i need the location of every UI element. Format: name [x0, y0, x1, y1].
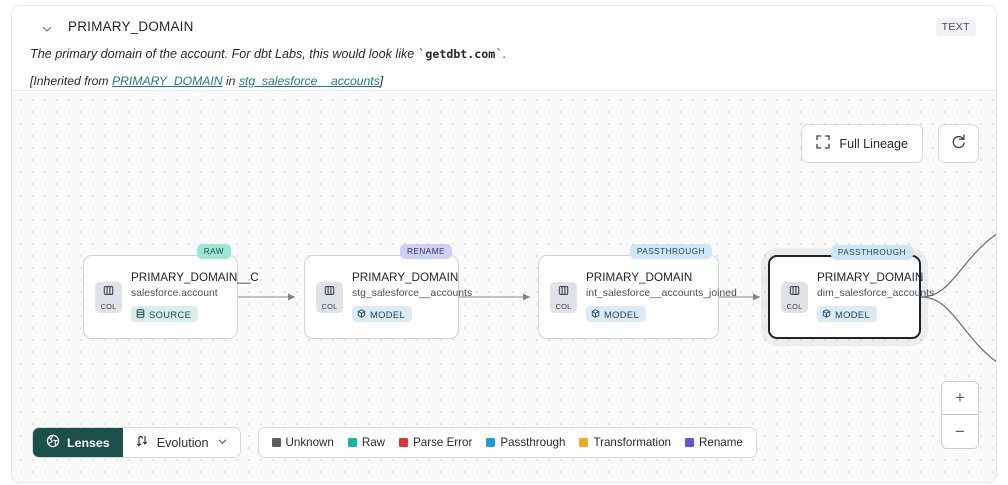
zoom-in-button[interactable]: +	[942, 382, 978, 415]
cube-icon	[822, 308, 831, 320]
node-type-pill: MODEL	[817, 306, 878, 323]
expand-corners-icon	[816, 135, 831, 152]
legend-item[interactable]: Parse Error	[399, 436, 472, 449]
columns-icon	[324, 283, 335, 301]
page-title: PRIMARY_DOMAIN	[68, 19, 194, 34]
node-column-name: PRIMARY_DOMAIN__C	[131, 271, 259, 285]
node-type-pill: SOURCE	[131, 306, 199, 323]
col-badge-label: COL	[555, 302, 572, 311]
node-tag: PASSTHROUGH	[629, 244, 712, 259]
legend-label: Transformation	[593, 436, 671, 449]
canvas-bottom-toolbar: Lenses Evolution	[32, 427, 757, 458]
lineage-node[interactable]: PASSTHROUGH COL PRIMARY_DOMAIN int_sales…	[538, 244, 737, 339]
legend-swatch	[271, 438, 281, 447]
node-body: PRIMARY_DOMAIN int_salesforce__accounts_…	[586, 271, 737, 323]
legend-item[interactable]: Passthrough	[486, 436, 565, 449]
legend-swatch	[685, 438, 694, 447]
node-table-name: int_salesforce__accounts_joined	[586, 288, 737, 300]
legend-label: Raw	[361, 436, 386, 449]
col-badge: COL	[95, 281, 122, 313]
refresh-icon	[950, 133, 967, 155]
description-text: The primary domain of the account. For d…	[30, 47, 418, 61]
columns-icon	[103, 283, 114, 301]
inherited-middle: in	[222, 74, 239, 88]
node-type-label: MODEL	[604, 308, 640, 320]
cube-icon	[357, 308, 366, 320]
aperture-icon	[46, 434, 60, 451]
node-type-pill: MODEL	[352, 306, 413, 323]
node-tag: RENAME	[399, 244, 452, 259]
lineage-node[interactable]: RAW COL PRIMARY_DOMAIN__C salesforce.acc…	[83, 244, 259, 339]
inherited-from-note: [Inherited from PRIMARY_DOMAIN in stg_sa…	[30, 74, 383, 88]
evolution-dropdown[interactable]: Evolution	[123, 428, 240, 457]
col-badge-label: COL	[100, 302, 117, 311]
chevron-down-icon[interactable]	[37, 19, 57, 39]
zoom-controls: + −	[941, 381, 979, 449]
chevron-down-icon	[217, 436, 228, 450]
node-table-name: stg_salesforce__accounts	[352, 288, 473, 300]
description-suffix: .	[502, 47, 507, 61]
node-body: PRIMARY_DOMAIN dim_salesforce_accounts M…	[817, 271, 934, 323]
legend-swatch	[579, 438, 589, 447]
col-badge: COL	[781, 281, 808, 313]
type-badge: TEXT	[935, 18, 976, 36]
legend-swatch	[399, 438, 409, 447]
column-detail-panel: PRIMARY_DOMAIN TEXT The primary domain o…	[11, 5, 997, 483]
node-table-name: salesforce.account	[131, 288, 218, 300]
node-type-pill: MODEL	[586, 306, 647, 323]
col-badge: COL	[316, 281, 343, 313]
node-type-label: SOURCE	[149, 308, 192, 320]
col-badge-label: COL	[786, 302, 803, 311]
node-body: PRIMARY_DOMAIN__C salesforce.account SOU…	[131, 271, 259, 323]
lineage-node[interactable]: RENAME COL PRIMARY_DOMAIN stg_salesforce…	[304, 244, 472, 339]
lineage-node-selected[interactable]: PASSTHROUGH COL PRIMARY_DOMAIN dim_sales…	[768, 245, 934, 339]
node-column-name: PRIMARY_DOMAIN	[352, 271, 459, 285]
lineage-legend: Unknown Raw Parse Error Passthrough Transfor…	[257, 427, 757, 458]
full-lineage-label: Full Lineage	[839, 136, 908, 151]
node-table-name: dim_salesforce_accounts	[817, 288, 935, 300]
refresh-button[interactable]	[938, 124, 979, 163]
col-badge: COL	[550, 281, 577, 313]
legend-swatch	[347, 438, 357, 447]
legend-item[interactable]: Rename	[685, 436, 743, 449]
lenses-group: Lenses Evolution	[32, 427, 241, 458]
legend-swatch	[486, 438, 496, 447]
columns-icon	[558, 283, 569, 301]
cube-icon	[591, 308, 600, 320]
legend-label: Rename	[699, 436, 743, 449]
legend-item[interactable]: Transformation	[579, 436, 671, 449]
inherited-column-link[interactable]: PRIMARY_DOMAIN	[111, 74, 223, 88]
inherited-prefix: [Inherited from	[30, 74, 112, 88]
legend-item[interactable]: Raw	[347, 436, 386, 449]
lineage-canvas[interactable]: Full Lineage + − RAW COL	[12, 90, 996, 482]
inherited-suffix: ]	[379, 74, 384, 88]
zoom-out-button[interactable]: −	[942, 415, 978, 448]
sort-arrows-icon	[135, 434, 149, 451]
node-tag: RAW	[196, 244, 231, 259]
lineage-edges	[238, 233, 996, 363]
legend-label: Unknown	[285, 436, 334, 449]
columns-icon	[789, 283, 800, 301]
legend-label: Parse Error	[413, 436, 473, 449]
col-badge-label: COL	[321, 302, 338, 311]
lenses-label: Lenses	[67, 435, 110, 450]
database-icon	[136, 309, 145, 320]
node-column-name: PRIMARY_DOMAIN	[586, 271, 693, 285]
node-type-label: MODEL	[370, 308, 406, 320]
panel-header: PRIMARY_DOMAIN TEXT The primary domain o…	[12, 6, 996, 90]
node-column-name: PRIMARY_DOMAIN	[817, 271, 924, 285]
evolution-label: Evolution	[156, 435, 209, 450]
full-lineage-button[interactable]: Full Lineage	[801, 124, 923, 163]
node-type-label: MODEL	[835, 308, 871, 320]
node-body: PRIMARY_DOMAIN stg_salesforce__accounts …	[352, 271, 472, 323]
inherited-table-link[interactable]: stg_salesforce__accounts	[238, 74, 380, 88]
legend-label: Passthrough	[500, 436, 566, 449]
column-description: The primary domain of the account. For d…	[30, 46, 507, 61]
node-tag: PASSTHROUGH	[830, 245, 913, 260]
legend-item[interactable]: Unknown	[271, 436, 334, 449]
lenses-button[interactable]: Lenses	[33, 428, 123, 457]
description-code: getdbt.com	[425, 47, 496, 61]
